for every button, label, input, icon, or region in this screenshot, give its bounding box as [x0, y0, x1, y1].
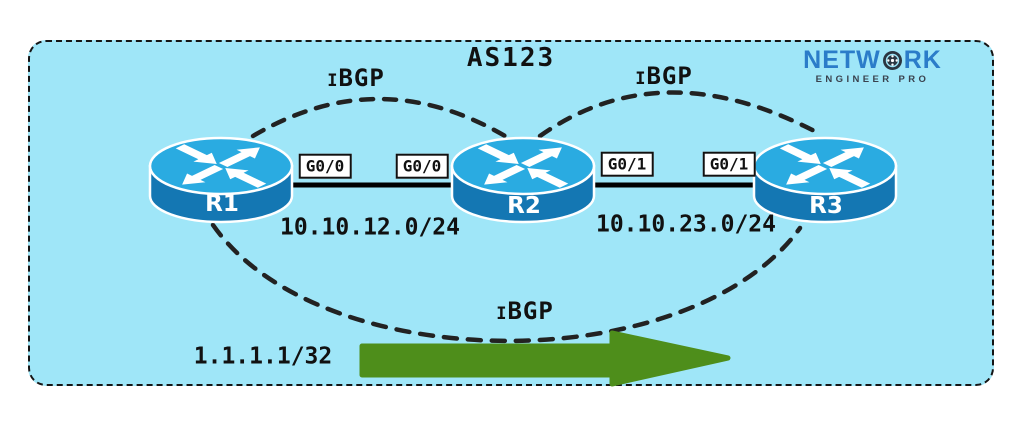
ibgp-label-r2-r3: iBGP	[635, 62, 693, 90]
ibgp-session-r1-r3	[210, 222, 803, 344]
route-advertisement-arrow	[359, 330, 731, 387]
globe-icon	[882, 50, 903, 71]
logo-word-end: RK	[903, 46, 942, 74]
interface-badge-r2-g0-1: G0/1	[600, 151, 654, 177]
logo-subtitle: ENGINEER PRO	[815, 74, 930, 85]
advertised-prefix-label: 1.1.1.1/32	[193, 343, 333, 370]
network-label-r1-r2: 10.10.12.0/24	[279, 214, 461, 241]
interface-badge-r2-g0-0: G0/0	[395, 153, 449, 179]
logo-word-start: NETW	[803, 46, 881, 74]
ibgp-session-r1-r2	[250, 96, 508, 139]
interface-badge-r1-g0-0: G0/0	[298, 153, 352, 179]
network-label-r2-r3: 10.10.23.0/24	[595, 211, 777, 238]
ibgp-label-r1-r3: iBGP	[496, 297, 554, 325]
interface-badge-r3-g0-1: G0/1	[702, 151, 756, 177]
router-r3-label: R3	[809, 193, 843, 219]
ibgp-session-r2-r3	[537, 90, 823, 139]
as-label: AS123	[466, 43, 556, 73]
router-r2-label: R2	[507, 193, 541, 219]
logo-wordmark: NETW RK	[800, 48, 945, 73]
router-r1-label: R1	[205, 191, 239, 217]
ibgp-label-r1-r2: iBGP	[327, 64, 385, 92]
network-engineer-pro-logo: NETW RK ENGINEER PRO	[800, 48, 945, 85]
